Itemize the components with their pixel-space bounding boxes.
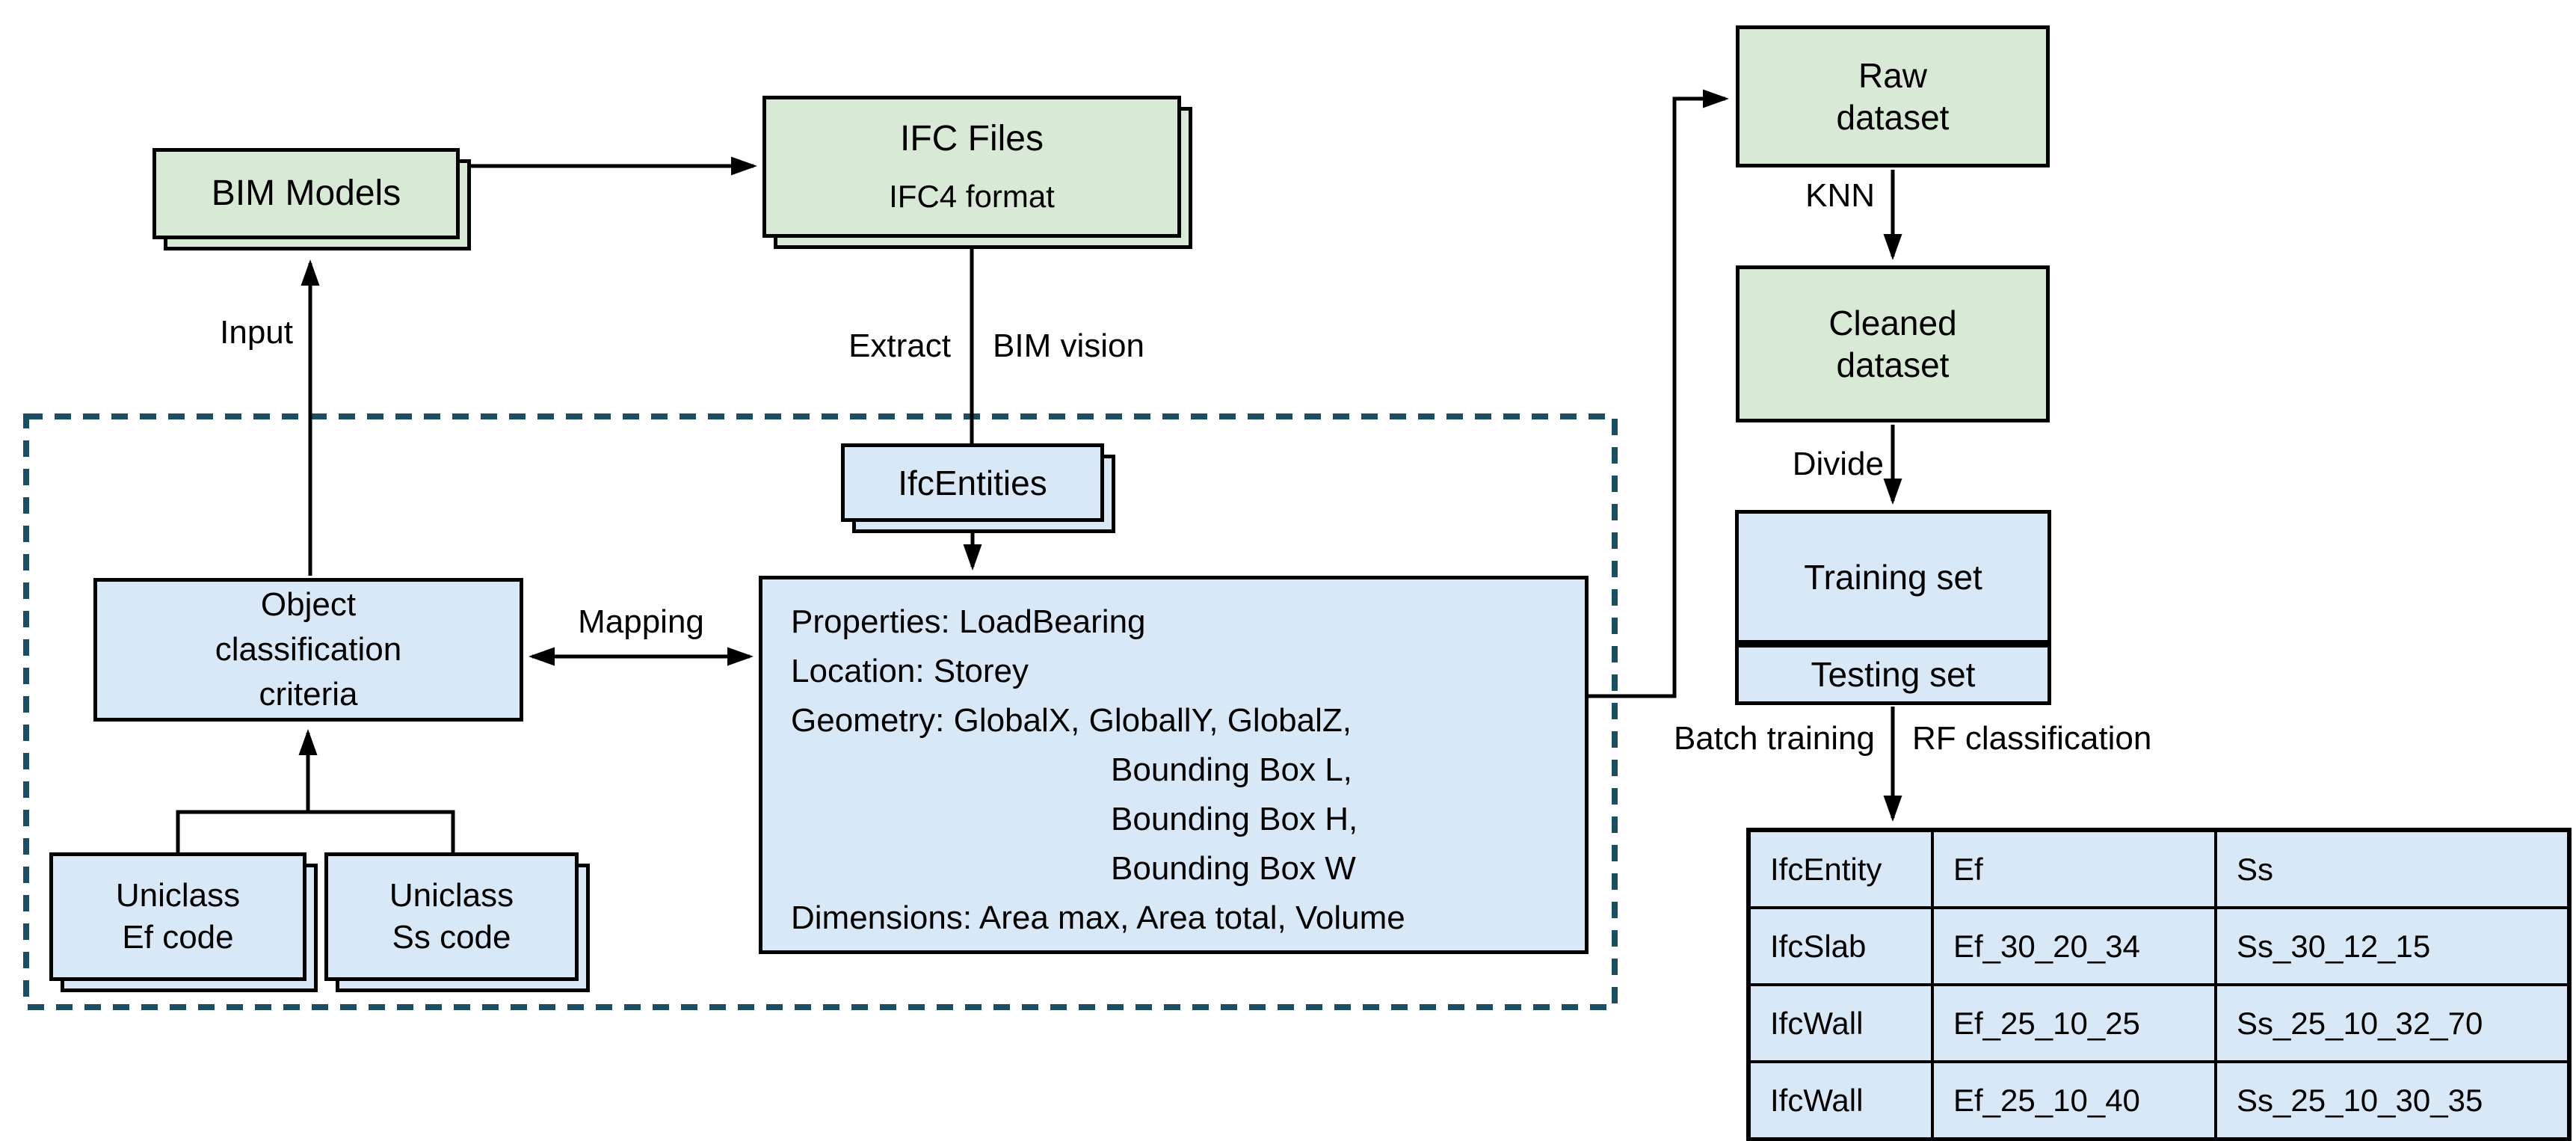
table-cell: IfcWall (1747, 983, 1934, 1063)
edge-label-extract: Extract (848, 327, 951, 364)
bracket-uniclass (176, 810, 455, 852)
node-bim-models: BIM Models (152, 148, 471, 250)
bim-models-label: BIM Models (211, 173, 401, 213)
properties-line-bbox-h: Bounding Box H, (1111, 801, 1358, 837)
node-uniclass-ef-code: Uniclass Ef code (49, 852, 318, 992)
criteria-line3: criteria (259, 676, 358, 713)
table-cell: IfcWall (1747, 1060, 1934, 1141)
table-row: IfcWall Ef_25_10_40 Ss_25_10_30_35 (1747, 1060, 2571, 1141)
node-extracted-properties: Properties: LoadBearing Location: Storey… (759, 576, 1589, 954)
node-cleaned-dataset: Cleaned dataset (1736, 265, 2050, 422)
properties-line-bbox-l: Bounding Box L, (1111, 751, 1352, 788)
properties-line-location: Location: Storey (791, 653, 1029, 689)
table-header-ifcentity: IfcEntity (1747, 828, 1934, 909)
classification-result-table: IfcEntity Ef Ss IfcSlab Ef_30_20_34 Ss_3… (1746, 828, 2572, 1141)
node-testing-set: Testing set (1735, 644, 2051, 705)
process-boundary-dashed (23, 413, 1618, 1010)
node-training-set: Training set (1735, 510, 2051, 644)
table-cell: Ef_30_20_34 (1931, 906, 2217, 986)
edge-label-mapping: Mapping (578, 603, 704, 640)
ifc-files-title: IFC Files (900, 119, 1044, 159)
properties-line-dimensions: Dimensions: Area max, Area total, Volume (791, 899, 1405, 936)
edge-label-rf-classification: RF classification (1912, 720, 2152, 757)
edge-label-knn: KNN (1805, 177, 1875, 214)
table-cell: Ss_25_10_30_35 (2214, 1060, 2571, 1141)
table-header-ef: Ef (1931, 828, 2217, 909)
table-cell: Ef_25_10_40 (1931, 1060, 2217, 1141)
edge-label-bim-vision: BIM vision (993, 327, 1144, 364)
raw-dataset-line2: dataset (1836, 98, 1950, 137)
ifc-files-subtitle: IFC4 format (889, 179, 1055, 214)
properties-line-geometry: Geometry: GlobalX, GloballY, GlobalZ, (791, 702, 1352, 739)
criteria-line2: classification (215, 631, 402, 668)
cleaned-dataset-line1: Cleaned (1828, 304, 1957, 342)
edge-label-input: Input (220, 314, 293, 351)
training-set-label: Training set (1804, 557, 1982, 597)
table-cell: Ss_25_10_32_70 (2214, 983, 2571, 1063)
node-ifc-entities: IfcEntities (841, 443, 1115, 533)
table-cell: Ss_30_12_15 (2214, 906, 2571, 986)
uniclass-ef-line1: Uniclass (115, 877, 241, 914)
node-raw-dataset: Raw dataset (1736, 25, 2050, 167)
edge-label-batch-training: Batch training (1673, 720, 1875, 757)
table-header-ss: Ss (2214, 828, 2571, 909)
node-uniclass-ss-code: Uniclass Ss code (324, 852, 590, 992)
node-ifc-files: IFC Files IFC4 format (762, 96, 1192, 249)
uniclass-ef-line2: Ef code (122, 919, 234, 956)
table-cell: IfcSlab (1747, 906, 1934, 986)
uniclass-ss-line1: Uniclass (389, 877, 514, 914)
properties-line-bbox-w: Bounding Box W (1111, 850, 1356, 887)
ifc-entities-label: IfcEntities (898, 463, 1047, 502)
table-cell: Ef_25_10_25 (1931, 983, 2217, 1063)
edge-label-divide: Divide (1792, 446, 1884, 482)
properties-line-properties: Properties: LoadBearing (791, 603, 1146, 640)
table-header-row: IfcEntity Ef Ss (1747, 828, 2571, 909)
table-row: IfcWall Ef_25_10_25 Ss_25_10_32_70 (1747, 983, 2571, 1063)
uniclass-ss-line2: Ss code (392, 919, 511, 956)
table-row: IfcSlab Ef_30_20_34 Ss_30_12_15 (1747, 906, 2571, 986)
testing-set-label: Testing set (1811, 655, 1976, 694)
criteria-line1: Object (260, 586, 357, 623)
raw-dataset-line1: Raw (1858, 56, 1928, 95)
cleaned-dataset-line2: dataset (1836, 345, 1950, 384)
arrow-properties-to-raw-dataset (1589, 89, 1729, 698)
node-object-classification-criteria: Object classification criteria (93, 578, 523, 722)
